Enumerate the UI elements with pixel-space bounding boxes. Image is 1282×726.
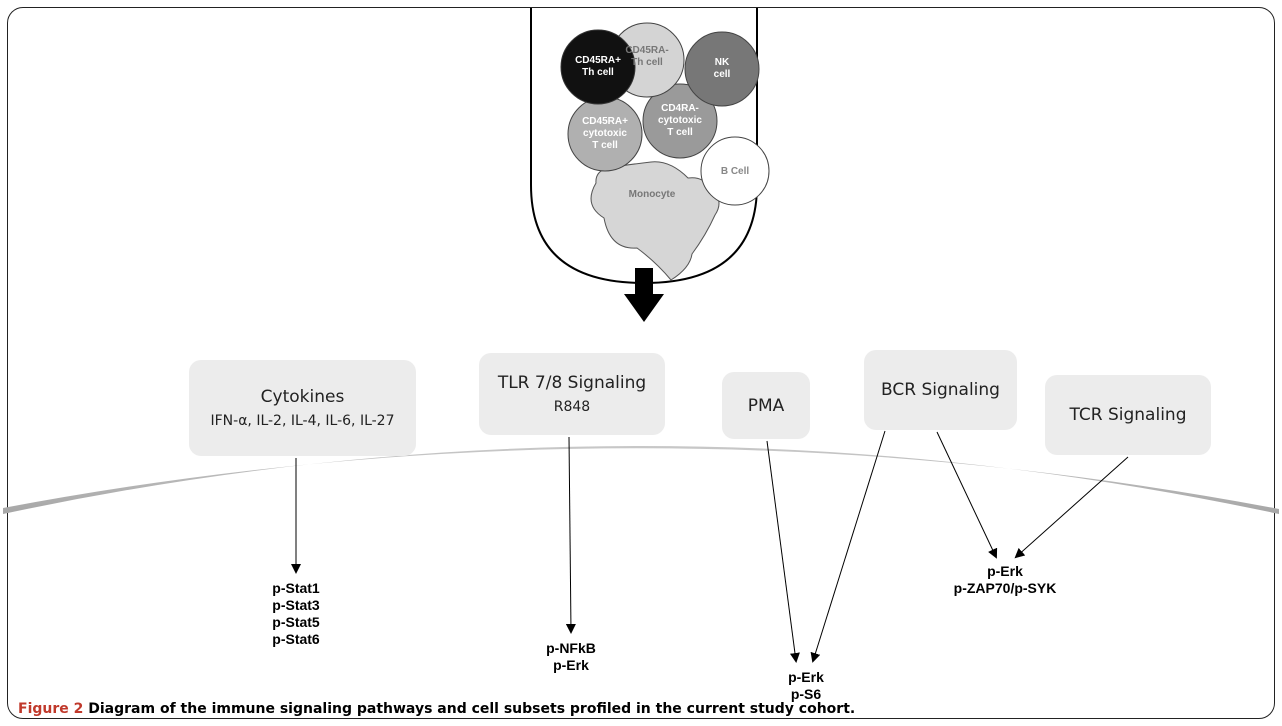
box-bcr: BCR Signaling	[864, 350, 1017, 430]
box-pma: PMA	[722, 372, 810, 439]
cd4ra-neg-cytotoxic-t-cell	[642, 83, 718, 159]
box-tlr: TLR 7/8 Signaling R848	[479, 353, 665, 435]
cd45ra-pos-th-cell	[560, 29, 636, 105]
box-cytokines: Cytokines IFN-α, IL-2, IL-4, IL-6, IL-27	[189, 360, 416, 456]
nk-cell	[684, 31, 760, 107]
figure-caption: Figure 2 Diagram of the immune signaling…	[18, 701, 855, 717]
arrow-tlr	[565, 436, 576, 634]
cell-membrane	[3, 446, 1279, 514]
tcr-title: TCR Signaling	[1069, 405, 1187, 425]
cd45ra-pos-cytotoxic-t-cell	[567, 96, 643, 172]
tlr-ligand: R848	[553, 399, 591, 415]
monocyte-cell	[590, 161, 720, 281]
arrow-pma	[766, 440, 800, 663]
cytokines-title: Cytokines	[260, 387, 345, 407]
bcr-title: BCR Signaling	[881, 380, 1000, 400]
figure-caption-text: Diagram of the immune signaling pathways…	[83, 701, 856, 717]
pma-title: PMA	[747, 395, 785, 416]
big-down-arrow	[624, 268, 664, 322]
figure-frame	[7, 7, 1275, 719]
cytokines-list: IFN-α, IL-2, IL-4, IL-6, IL-27	[210, 413, 395, 429]
b-cell	[700, 136, 770, 206]
arrow-bcr-to-s6	[810, 430, 886, 663]
box-tcr: TCR Signaling	[1045, 375, 1211, 455]
arrow-tcr-to-erk	[1014, 456, 1129, 559]
figure-caption-label: Figure 2	[18, 701, 84, 717]
arrow-bcr-to-erk	[936, 431, 998, 559]
tlr-title: TLR 7/8 Signaling	[497, 373, 647, 393]
